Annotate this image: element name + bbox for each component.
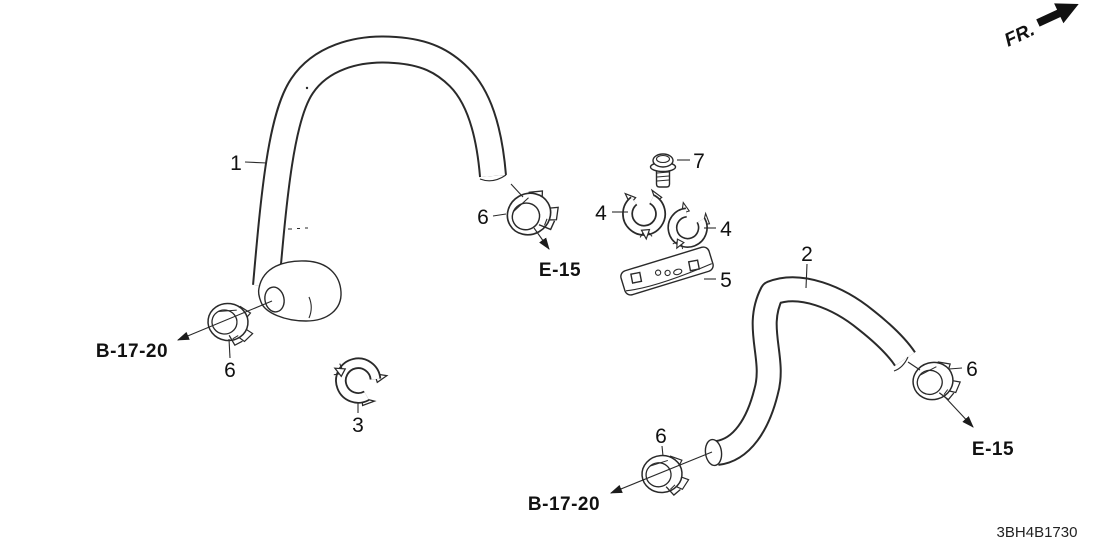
callout-6-hose2-lower: 6 — [655, 425, 667, 448]
ref-b-17-20-left: B-17-20 — [96, 341, 168, 362]
fr-direction-indicator: FR. — [1001, 3, 1079, 51]
leader-lines — [228, 159, 963, 457]
clip-3-drawing — [326, 352, 388, 409]
callout-1: 1 — [230, 152, 242, 175]
callout-7: 7 — [693, 150, 705, 173]
hose-1-drawing — [252, 35, 507, 288]
callout-2: 2 — [801, 243, 813, 266]
fr-arrow-icon — [1036, 3, 1079, 27]
callout-3: 3 — [352, 414, 364, 437]
diagram-code: 3BH4B1730 — [997, 524, 1078, 541]
callout-4-left: 4 — [595, 202, 607, 225]
reference-arrows — [176, 227, 974, 494]
ref-e-15-upper: E-15 — [539, 260, 581, 281]
clamp-6-hose2-right-drawing — [908, 355, 965, 409]
callout-5: 5 — [720, 269, 732, 292]
callout-4-right: 4 — [720, 218, 732, 241]
fr-label: FR. — [1001, 19, 1038, 51]
hose-1-elbow-drawing — [257, 260, 342, 322]
bracket-5-drawing — [620, 246, 714, 296]
callout-6-hose1-lower: 6 — [224, 359, 236, 382]
clamp-6-hose1-lower-drawing — [204, 300, 258, 349]
clamp-6-hose1-upper-drawing — [498, 181, 567, 247]
callout-6-hose1-upper: 6 — [477, 206, 489, 229]
ref-e-15-right: E-15 — [972, 439, 1014, 460]
clamp-4-left-drawing — [625, 189, 665, 240]
ref-b-17-20-bottom: B-17-20 — [528, 494, 600, 515]
clamp-6-hose2-lower-drawing — [639, 452, 691, 499]
bolt-7-drawing — [649, 153, 677, 188]
callout-6-hose2-right: 6 — [966, 358, 978, 381]
hose-2-drawing — [704, 276, 916, 467]
